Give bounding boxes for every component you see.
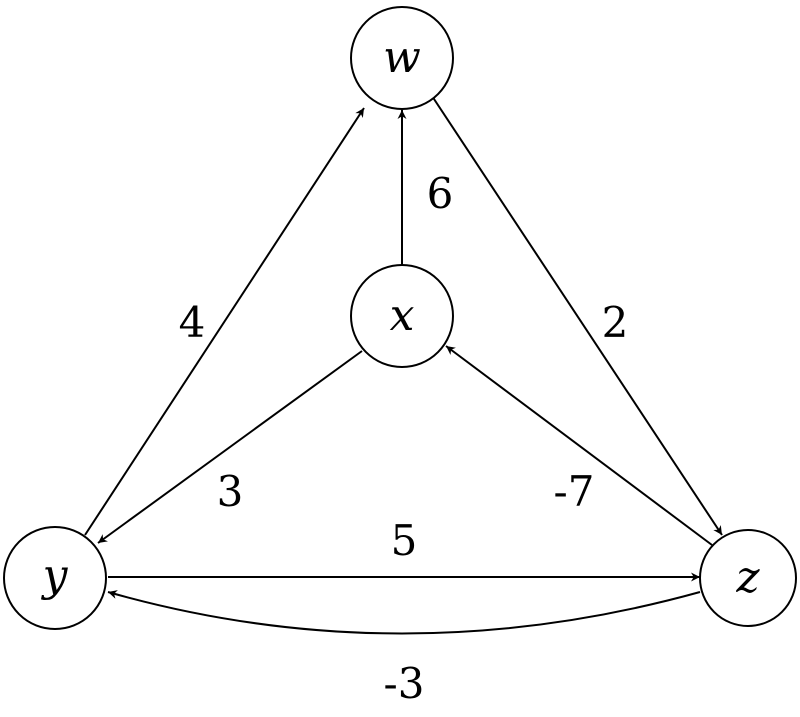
edge-label-x-y: 3 bbox=[217, 467, 244, 516]
edge-w-to-z bbox=[431, 95, 723, 536]
edge-z-to-y bbox=[107, 590, 701, 635]
nodes: w x y z bbox=[3, 6, 797, 630]
edge-labels: 4 6 2 3 -7 5 -3 bbox=[179, 169, 629, 708]
edge-y-to-w bbox=[84, 107, 365, 536]
edge-z-to-x bbox=[445, 345, 713, 546]
node-label-z: z bbox=[735, 552, 760, 603]
node-w: w bbox=[350, 6, 454, 110]
edge-label-z-x: -7 bbox=[554, 467, 595, 516]
node-label-w: w bbox=[383, 32, 421, 83]
edge-label-y-z: 5 bbox=[391, 516, 418, 565]
node-z: z bbox=[699, 529, 797, 627]
edge-x-to-y bbox=[97, 350, 363, 544]
node-x: x bbox=[350, 264, 454, 368]
edge-label-z-y: -3 bbox=[384, 659, 425, 708]
edges bbox=[84, 95, 723, 635]
edge-label-x-w: 6 bbox=[427, 169, 454, 218]
edge-label-w-z: 2 bbox=[602, 298, 629, 347]
node-label-x: x bbox=[390, 290, 415, 341]
node-y: y bbox=[3, 526, 107, 630]
edge-label-y-w: 4 bbox=[179, 298, 206, 347]
node-label-y: y bbox=[41, 550, 69, 601]
